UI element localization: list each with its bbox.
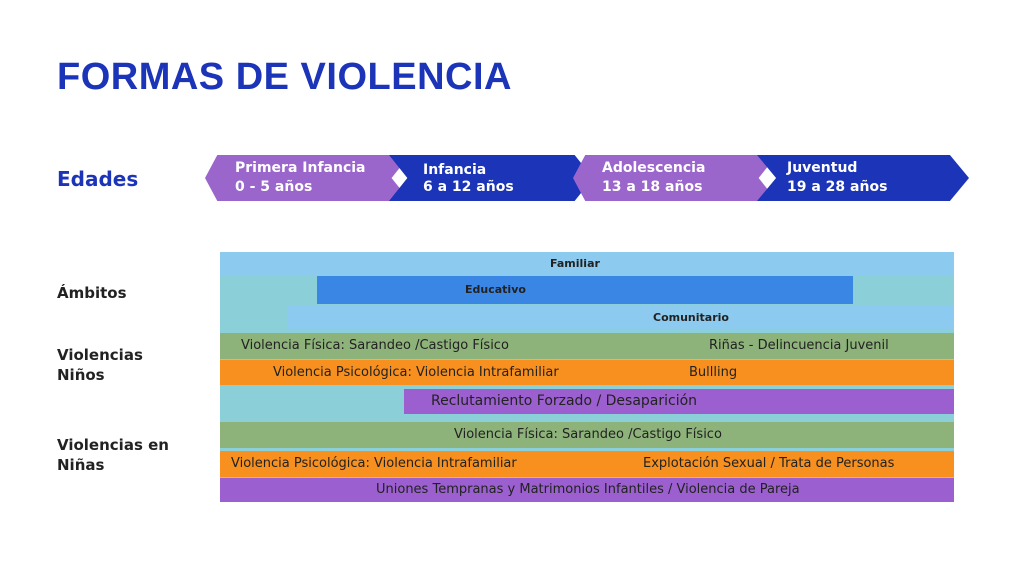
bar-comunitario: Comunitario [287, 305, 954, 330]
stage-name: Primera Infancia [235, 160, 366, 176]
bar-label: Riñas - Delincuencia Juvenil [709, 338, 889, 353]
stage-range: 19 a 28 años [787, 179, 888, 195]
bar-label: Uniones Tempranas y Matrimonios Infantil… [376, 482, 800, 497]
bar-ninos-psicologica: Violencia Psicológica: Violencia Intrafa… [220, 360, 954, 385]
bar-label: Familiar [550, 257, 600, 270]
bar-ninos-reclutamiento: Reclutamiento Forzado / Desaparición [404, 389, 954, 414]
bar-label: Comunitario [653, 311, 729, 324]
bar-ninos-fisica: Violencia Física: Sarandeo /Castigo Físi… [220, 333, 954, 359]
stage-range: 13 a 18 años [602, 179, 703, 195]
bar-familiar: Familiar [220, 252, 954, 276]
row-label-ninos-line1: Violencias [57, 346, 143, 364]
bar-label: Educativo [465, 283, 526, 296]
bar-ninas-uniones: Uniones Tempranas y Matrimonios Infantil… [220, 478, 954, 502]
bar-educativo: Educativo [317, 276, 853, 304]
bar-label: Bullling [689, 365, 738, 380]
stage-infancia: Infancia 6 a 12 años [389, 155, 593, 201]
row-label-ninas-line1: Violencias en [57, 436, 169, 454]
stage-name: Adolescencia [602, 160, 706, 176]
stage-range: 6 a 12 años [423, 179, 514, 195]
page-title: FORMAS DE VIOLENCIA [57, 56, 512, 98]
bar-label: Reclutamiento Forzado / Desaparición [431, 393, 698, 409]
stage-name: Infancia [423, 162, 487, 178]
bar-label: Explotación Sexual / Trata de Personas [643, 456, 895, 471]
stage-adolescencia: Adolescencia 13 a 18 años [573, 155, 777, 201]
stage-primera-infancia: Primera Infancia 0 - 5 años [205, 155, 410, 201]
bar-label: Violencia Psicológica: Violencia Intrafa… [273, 365, 559, 380]
stage-range: 0 - 5 años [235, 179, 313, 195]
stage-name: Juventud [787, 160, 858, 176]
row-label-ninas-line2: Niñas [57, 456, 105, 474]
row-label-edades: Edades [57, 167, 139, 191]
bar-ninas-psicologica: Violencia Psicológica: Violencia Intrafa… [220, 451, 954, 477]
row-label-ambitos: Ámbitos [57, 284, 127, 302]
bar-ninas-fisica: Violencia Física: Sarandeo /Castigo Físi… [220, 422, 954, 448]
bar-label: Violencia Física: Sarandeo /Castigo Físi… [241, 338, 509, 353]
stage-juventud: Juventud 19 a 28 años [757, 155, 969, 201]
row-label-ninos-line2: Niños [57, 366, 105, 384]
bar-label: Violencia Psicológica: Violencia Intrafa… [231, 456, 517, 471]
bar-label: Violencia Física: Sarandeo /Castigo Físi… [454, 427, 722, 442]
